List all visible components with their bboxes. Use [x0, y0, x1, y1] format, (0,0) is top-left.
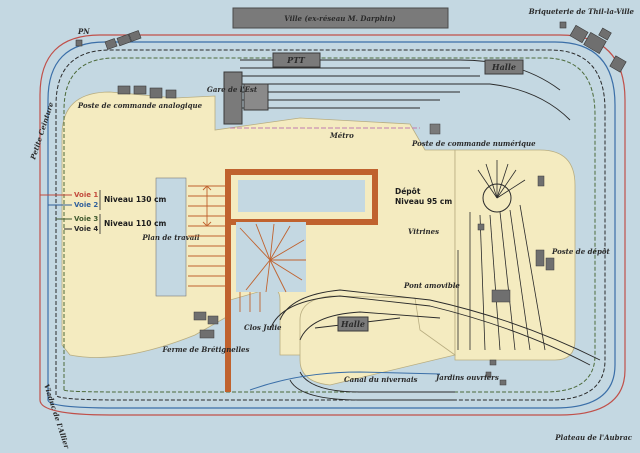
depot-buildings: [477, 175, 555, 303]
lower-loop-tracks: [269, 289, 601, 401]
pont-amovible-label: Pont amovible: [403, 281, 460, 290]
vitrines-label: Vitrines: [408, 227, 439, 236]
voie3-label: Voie 3: [74, 215, 98, 223]
niveau-110-label: Niveau 110 cm: [104, 219, 167, 228]
poste-depot-label: Poste de dépôt: [551, 247, 611, 256]
voie2-label: Voie 2: [74, 201, 98, 209]
gare-est-label: Gare de l'Est: [207, 85, 258, 94]
poste-numerique-label: Poste de commande numérique: [411, 139, 536, 148]
briqueterie-label: Briqueterie de Thil-la-Ville: [528, 7, 635, 16]
ptt-building: [272, 52, 321, 68]
outer-ring-dark: [55, 49, 606, 401]
stair-arrow: [202, 185, 212, 227]
briqueterie-buildings: [559, 21, 627, 73]
outer-ring-green: [63, 57, 596, 393]
halle-bottom-building: [337, 316, 369, 332]
stair-spiral-area: [236, 222, 306, 292]
viaduc-label: Viaduc de l'Allier: [42, 383, 72, 451]
depot-tracks: [457, 204, 546, 351]
niveau-130-label: Niveau 130 cm: [104, 195, 167, 204]
plateau-label: Plateau de l'Aubrac: [554, 433, 632, 442]
clos-julie-label: Clos Julie: [244, 323, 282, 332]
halle-top-building: [484, 59, 524, 75]
canal: [249, 371, 441, 391]
outer-ring-red: [39, 34, 626, 416]
ptt-label: PTT: [286, 55, 306, 65]
buildings-top-left: [75, 30, 177, 99]
halle-bottom-label: Halle: [340, 319, 365, 329]
canal-label: Canal du nivernais: [344, 375, 417, 384]
voie4-label: Voie 4: [74, 225, 98, 233]
jardins-label: Jardins ouvriers: [434, 373, 499, 382]
work-table: [155, 177, 187, 297]
roundhouse-tracks: [477, 160, 526, 199]
poste-numerique-marker: [429, 123, 441, 135]
gare-est-annex: [243, 83, 269, 111]
depot-floor-area: [454, 149, 576, 361]
ferme-label: Ferme de Brétignelles: [162, 345, 250, 354]
halle-top-label: Halle: [491, 62, 516, 72]
petite-ceinture-label: Petite Ceinture: [28, 100, 56, 161]
depot-title: Dépôt: [395, 187, 421, 196]
stair-spiral: [239, 223, 306, 312]
jardins-buildings: [485, 359, 507, 386]
outer-ring-blue: [47, 41, 616, 409]
stair-steps: [188, 185, 226, 287]
ville-label: Ville (ex-réseau M. Darphin): [284, 14, 395, 23]
ville-block: [232, 7, 449, 29]
plan-travail-label: Plan de travail: [141, 233, 199, 242]
pn-label: PN: [77, 27, 90, 36]
voie1-label: Voie 1: [74, 191, 98, 199]
depot-level: Niveau 95 cm: [395, 197, 452, 206]
gare-est-building: [223, 71, 243, 125]
poste-analogique-label: Poste de commande analogique: [77, 101, 203, 110]
metro-label: Métro: [329, 131, 354, 140]
stairwell-inner: [238, 180, 365, 212]
ferme-buildings: [193, 311, 219, 339]
